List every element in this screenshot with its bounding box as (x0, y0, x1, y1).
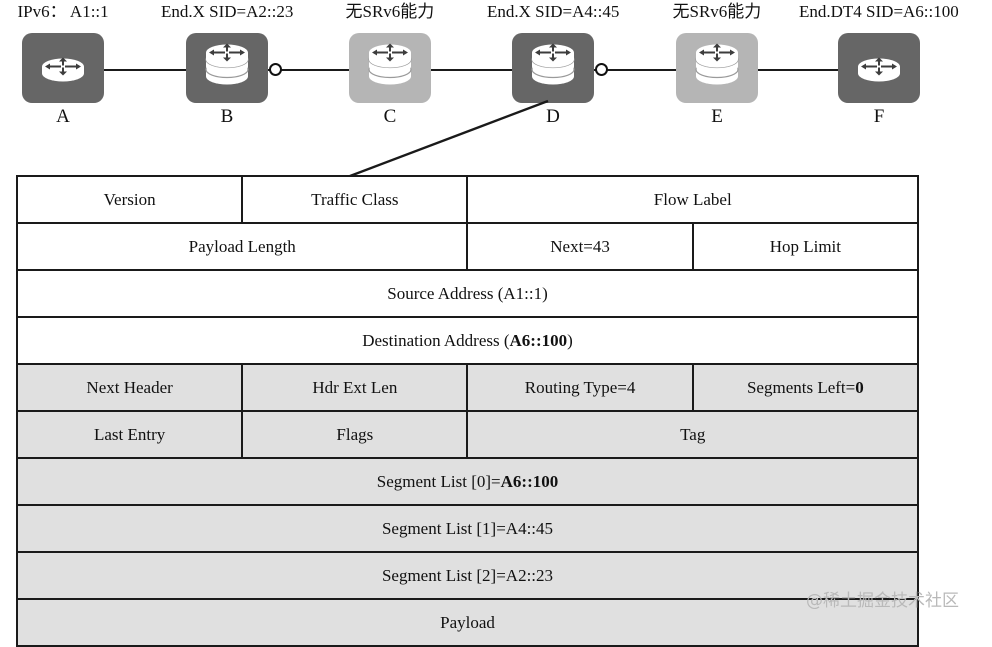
router-icon (526, 43, 580, 94)
node-sid-label-d: End.X SID=A4::45 (487, 2, 620, 21)
packet-field-segment-list-0-value: A6::100 (500, 471, 559, 491)
router-icon (858, 57, 900, 82)
router-icon (695, 43, 739, 85)
router-node-b (186, 33, 268, 103)
router-icon (368, 43, 412, 85)
router-node-c (349, 33, 431, 103)
packet-field-next-header-43: Next=43 (466, 222, 694, 271)
router-node-e (676, 33, 758, 103)
packet-row: Segment List [0]=A6::100 (16, 457, 919, 506)
packet-field-payload-length: Payload Length (15, 222, 469, 271)
link-endpoint-dot-2 (595, 63, 608, 76)
packet-field-srh-flags: Flags (241, 410, 469, 459)
packet-field-srh-segments-left-value: 0 (855, 377, 864, 397)
node-sid-label-f: End.DT4 SID=A6::100 (799, 2, 959, 21)
packet-field-flow-label: Flow Label (466, 175, 919, 224)
packet-field-segment-list-2: Segment List [2]=A2::23 (16, 551, 919, 600)
topology-link-2 (268, 69, 350, 71)
node-sid-label-a: IPv6： A1::1 (17, 2, 109, 21)
router-icon (200, 43, 254, 94)
packet-field-srh-tag: Tag (466, 410, 919, 459)
packet-field-hop-limit: Hop Limit (691, 222, 920, 271)
router-icon (852, 48, 906, 89)
packet-row: Payload (16, 598, 919, 647)
router-icon (363, 43, 417, 94)
packet-field-payload: Payload (16, 598, 919, 647)
packet-field-segment-list-1: Segment List [1]=A4::45 (16, 504, 919, 553)
router-icon (205, 43, 249, 85)
packet-field-destination-address: Destination Address (A6::100) (16, 316, 919, 365)
node-sid-label-b: End.X SID=A2::23 (161, 2, 294, 21)
router-icon (531, 43, 575, 85)
router-icon (690, 43, 744, 94)
topology-link-5 (758, 69, 839, 71)
topology-link-1 (104, 69, 187, 71)
router-icon (36, 48, 90, 89)
topology-link-3 (431, 69, 513, 71)
packet-field-destination-address-value: A6::100 (509, 330, 568, 350)
packet-field-srh-segments-left: Segments Left=0 (691, 363, 920, 412)
node-letter-a: A (56, 106, 70, 127)
node-letter-b: B (220, 106, 234, 127)
topology-link-4 (594, 69, 677, 71)
link-endpoint-dot-1 (269, 63, 282, 76)
packet-field-segment-list-0: Segment List [0]=A6::100 (16, 457, 919, 506)
packet-row: Destination Address (A6::100) (16, 316, 919, 365)
packet-field-srh-routing-type: Routing Type=4 (466, 363, 694, 412)
router-node-f (838, 33, 920, 103)
node-letter-f: F (873, 106, 885, 127)
packet-row: Segment List [1]=A4::45 (16, 504, 919, 553)
node-letter-c: C (383, 106, 397, 127)
packet-field-srh-last-entry: Last Entry (15, 410, 244, 459)
node-letter-d: D (546, 106, 560, 127)
packet-field-srh-hdr-ext-len: Hdr Ext Len (241, 363, 469, 412)
node-letter-e: E (711, 106, 723, 127)
router-node-a (22, 33, 104, 103)
node-sid-label-e: 无SRv6能力 (672, 2, 762, 21)
router-icon (42, 57, 84, 82)
packet-field-version: Version (15, 175, 244, 224)
router-node-d (512, 33, 594, 103)
node-sid-label-c: 无SRv6能力 (345, 2, 435, 21)
packet-field-source-address: Source Address (A1::1) (16, 269, 919, 318)
packet-field-traffic-class: Traffic Class (241, 175, 469, 224)
packet-row: Source Address (A1::1) (16, 269, 919, 318)
packet-field-srh-next-header: Next Header (15, 363, 244, 412)
packet-row: Segment List [2]=A2::23 (16, 551, 919, 600)
watermark: @稀土掘金技术社区 (806, 591, 959, 611)
